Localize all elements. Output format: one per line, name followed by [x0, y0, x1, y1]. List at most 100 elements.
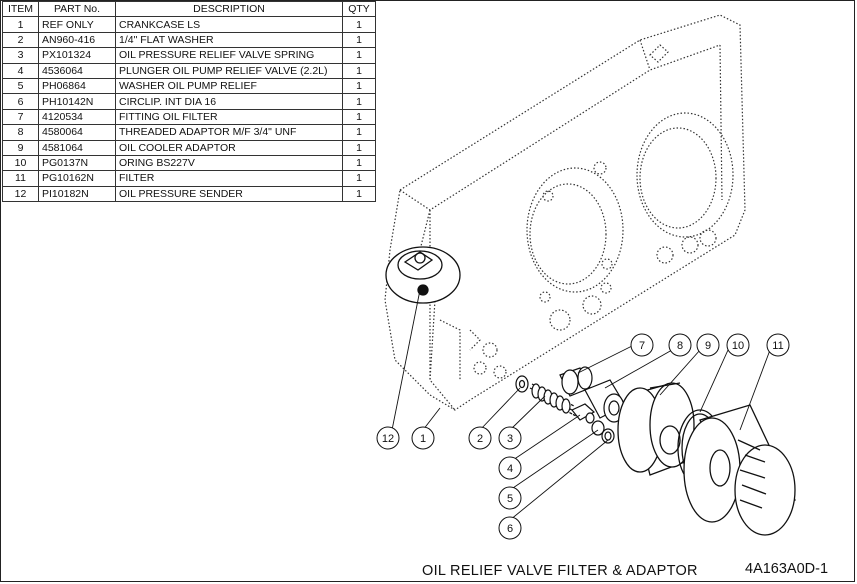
bom-item-cell: 1: [2, 16, 39, 33]
bom-part-no-cell: PH10142N: [38, 93, 116, 110]
bom-description-cell: OIL PRESSURE RELIEF VALVE SPRING: [115, 47, 343, 64]
balloon-9-label: 9: [705, 340, 711, 352]
drawing-number: 4A163A0D-1: [745, 561, 829, 577]
bom-qty-cell: 1: [342, 185, 376, 203]
bom-description-cell: PLUNGER OIL PUMP RELIEF VALVE (2.2L): [115, 62, 343, 79]
balloon-5: [498, 486, 522, 510]
oil-pressure-sender-part: [385, 246, 461, 304]
balloon-5-label: 5: [507, 493, 513, 505]
bom-description-cell: OIL COOLER ADAPTOR: [115, 139, 343, 156]
bom-description-cell: WASHER OIL PUMP RELIEF: [115, 77, 343, 95]
balloon-9: [696, 333, 720, 357]
balloon-8-label: 8: [677, 340, 683, 352]
balloon-4: [498, 456, 522, 480]
bom-part-no-cell: PG0137N: [38, 154, 116, 172]
bom-part-no-cell: 4581064: [38, 139, 116, 156]
drawing-title: OIL RELIEF VALVE FILTER & ADAPTOR: [422, 563, 698, 579]
balloon-1: [411, 426, 435, 450]
balloon-12-label: 12: [382, 433, 394, 445]
bom-description-cell: CRANKCASE LS: [115, 16, 343, 33]
balloon-4-label: 4: [507, 463, 513, 475]
fitting-oil-filter-part: [559, 366, 593, 397]
bom-description-cell: FILTER: [115, 170, 343, 187]
balloon-2: [468, 426, 492, 450]
bom-description-cell: CIRCLIP. INT DIA 16: [115, 93, 343, 110]
bom-qty-cell: 1: [342, 139, 376, 156]
bom-header-part-no: PART No.: [38, 0, 116, 18]
bom-part-no-cell: PX101324: [38, 47, 116, 64]
bom-qty-cell: 1: [342, 62, 376, 79]
bom-qty-cell: 1: [342, 16, 376, 33]
balloon-7: [630, 333, 654, 357]
bom-part-no-cell: PI10182N: [38, 185, 116, 203]
balloon-1-label: 1: [420, 433, 426, 445]
bom-part-no-cell: PG10162N: [38, 170, 116, 187]
bom-item-cell: 3: [2, 47, 39, 64]
bom-header-row: ITEM PART No. DESCRIPTION QTY: [2, 0, 376, 18]
bom-qty-cell: 1: [342, 124, 376, 141]
bom-item-cell: 7: [2, 108, 39, 126]
bom-item-cell: 9: [2, 139, 39, 156]
bom-description-cell: 1/4" FLAT WASHER: [115, 31, 343, 49]
bom-part-no-cell: AN960-416: [38, 31, 116, 49]
bom-description-cell: ORING BS227V: [115, 154, 343, 172]
balloon-6: [498, 516, 522, 540]
balloon-3: [498, 426, 522, 450]
balloon-10-label: 10: [732, 340, 744, 352]
bom-item-cell: 12: [2, 185, 39, 203]
bom-qty-cell: 1: [342, 170, 376, 187]
crankcase-outline: [384, 14, 746, 411]
bom-item-cell: 8: [2, 124, 39, 141]
bom-part-no-cell: PH06864: [38, 77, 116, 95]
bom-description-cell: OIL PRESSURE SENDER: [115, 185, 343, 203]
balloon-11: [766, 333, 790, 357]
balloon-8: [668, 333, 692, 357]
bom-item-cell: 4: [2, 62, 39, 79]
balloon-11-label: 11: [772, 340, 783, 352]
bom-item-cell: 5: [2, 77, 39, 95]
relief-washer-part: [591, 420, 605, 436]
bom-qty-cell: 1: [342, 154, 376, 172]
balloon-7-label: 7: [639, 340, 645, 352]
balloon-3-label: 3: [507, 433, 513, 445]
bom-item-cell: 2: [2, 31, 39, 49]
bom-header-qty: QTY: [342, 0, 376, 18]
bore-right: [636, 112, 734, 238]
bom-item-cell: 11: [2, 170, 39, 187]
bom-part-no-cell: 4580064: [38, 124, 116, 141]
balloon-group: [376, 333, 790, 540]
bom-header-item: ITEM: [2, 0, 39, 18]
balloon-10: [726, 333, 750, 357]
balloon-12: [376, 426, 400, 450]
bom-description-cell: FITTING OIL FILTER: [115, 108, 343, 126]
bom-qty-cell: 1: [342, 47, 376, 64]
oil-cooler-adaptor-part: [617, 382, 695, 476]
bom-qty-cell: 1: [342, 93, 376, 110]
balloon-2-label: 2: [477, 433, 483, 445]
threaded-adaptor-part: [584, 379, 626, 423]
bom-item-cell: 6: [2, 93, 39, 110]
bore-left: [526, 167, 624, 293]
bom-part-no-cell: 4120534: [38, 108, 116, 126]
balloon-6-label: 6: [507, 523, 513, 535]
filter-part: [683, 404, 796, 536]
bom-qty-cell: 1: [342, 108, 376, 126]
crankcase-inner-edge: [399, 44, 721, 211]
bom-qty-cell: 1: [342, 31, 376, 49]
bom-header-description: DESCRIPTION: [115, 0, 343, 18]
